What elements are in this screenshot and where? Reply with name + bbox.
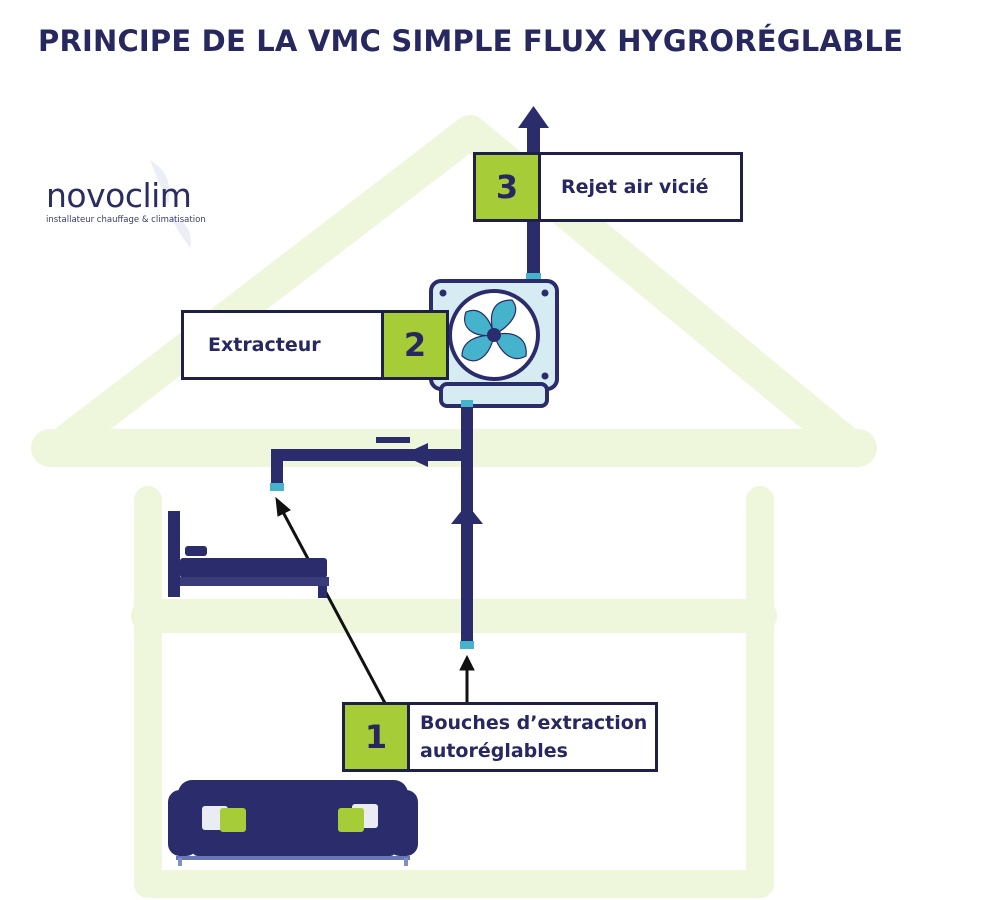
duct-up-arrow-icon: [451, 504, 483, 524]
label-bouches-extraction: 1 Bouches d’extraction autoréglables: [342, 702, 658, 772]
bed-icon: [168, 511, 329, 598]
step-label-3: Rejet air vicié: [561, 176, 709, 198]
house-walls: [134, 486, 774, 898]
step-number-3: 3: [476, 155, 541, 219]
page-title: PRINCIPE DE LA VMC SIMPLE FLUX HYGRORÉGL…: [38, 24, 904, 58]
branch-right-arrow-icon: [402, 443, 428, 467]
pointer-lines: [275, 496, 475, 706]
step-label-1-line1: Bouches d’extraction: [420, 712, 648, 734]
novoclim-logo: novoclim installateur chauffage & climat…: [46, 176, 206, 226]
sofa-icon: [168, 780, 418, 866]
step-label-2: Extracteur: [208, 334, 321, 356]
step-label-1-line2: autoréglables: [420, 740, 568, 762]
fan-icon: [429, 279, 559, 408]
logo-name: novoclim: [46, 176, 192, 215]
main-duct: [451, 407, 483, 649]
step-label-1: Bouches d’extraction autoréglables: [410, 705, 655, 769]
pointer-arrow-bedroom-icon: [275, 496, 291, 517]
pointer-line-bedroom: [281, 511, 388, 706]
pointer-arrow-duct-icon: [459, 654, 475, 671]
logo-swirl-icon: [150, 160, 191, 248]
label-extracteur: Extracteur 2: [181, 310, 449, 380]
step-number-1: 1: [345, 705, 410, 769]
label-rejet-air-vicie: 3 Rejet air vicié: [473, 152, 743, 222]
logo-tagline: installateur chauffage & climatisation: [46, 215, 206, 225]
step-number-2: 2: [381, 313, 446, 377]
exhaust-arrow-icon: [518, 106, 549, 128]
branch-duct: [270, 437, 472, 491]
